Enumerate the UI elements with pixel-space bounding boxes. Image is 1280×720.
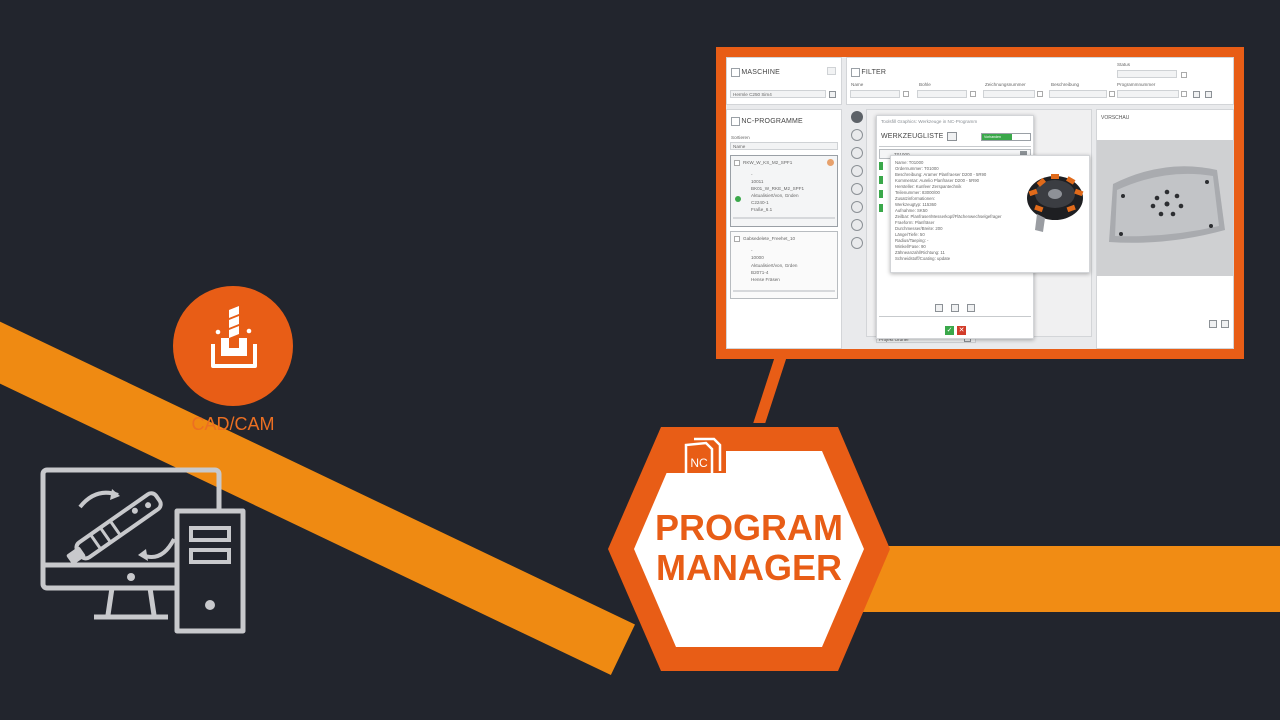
filter-program-number-label: Programmnummer [1117,82,1156,87]
dialog-cancel-button[interactable]: ✕ [957,326,966,335]
preview-title: VORSCHAU [1101,115,1130,121]
computer-workstation-icon [40,467,246,634]
tool-row-3-marker [879,176,883,184]
filter-drawing-checkbox[interactable] [1037,91,1043,97]
nc-programs-pane: NC-PROGRAMME Sortieren Name RKW_W_KS_M2_… [726,109,842,349]
sort-label: Sortieren [731,135,750,140]
filter-description-checkbox[interactable] [1109,91,1115,97]
toolbar-icon-8[interactable] [851,237,863,249]
dialog-caption: Toolsfill Graphics: Werkzeuge in NC-Prog… [881,119,978,124]
filter-drawing-input[interactable] [983,90,1035,98]
tool-info-popup: Name: T01000 Ordernummer: T01000 Beschre… [890,155,1090,273]
sort-select[interactable]: Name [730,142,838,150]
dialog-view-icon-1[interactable] [935,304,943,312]
tool-row-id: T01000 [894,152,910,157]
preview-monitor-icon[interactable] [1209,320,1217,328]
program-manager-title-line2: MANAGER [656,547,842,588]
filter-description-label: Beschreibung [1051,82,1080,87]
dialog-confirm-button[interactable]: ✓ [945,326,954,335]
toolbar-active-icon[interactable] [851,111,863,123]
tool-row-2-marker [879,162,883,170]
svg-text:NC: NC [690,456,708,470]
program-2-name: Gabsedelete_Freehet_10 [743,236,796,241]
filter-program-checkbox[interactable] [1181,91,1187,97]
toolbar-icon-2[interactable] [851,129,863,141]
filter-title: FILTER [861,68,887,76]
output-flow-band [860,546,1280,612]
toolbar-icon-3[interactable] [851,147,863,159]
program-card-1[interactable]: RKW_W_KS_M2_SPF1 - 10011 BK01_W_RKE_M2_S… [730,155,838,227]
preview-pane: VORSCHAU [1096,109,1234,349]
machine-pane: MASCHINE Hermle C250 Sim4 [726,57,842,105]
toolbar-icon-5[interactable] [851,183,863,195]
filter-name-checkbox[interactable] [903,91,909,97]
toolbar-icon-4[interactable] [851,165,863,177]
tool-info-text: Name: T01000 Ordernummer: T01000 Beschre… [895,160,1002,261]
filter-description-input[interactable] [1049,90,1107,98]
cnc-milling-icon [211,306,257,368]
filter-status-checkbox[interactable] [1181,72,1187,78]
machine-icon [731,68,740,77]
preview-image [1097,140,1233,276]
nc-document-icon: NC [684,437,722,479]
cad-cam-node [173,286,293,406]
filter-icon [851,68,860,77]
program-1-status-icon [735,196,741,202]
part-preview-image [1097,140,1233,276]
filter-status-select[interactable] [1117,70,1177,78]
filter-name-input[interactable] [850,90,900,98]
machine-settings-icon[interactable] [827,67,836,75]
filter-name-label: Name [851,82,864,87]
program-1-icon [734,160,740,166]
nc-programs-title: NC-PROGRAMME [741,117,803,125]
filter-bohle-checkbox[interactable] [970,91,976,97]
nc-programs-icon [731,117,740,126]
machine-title: MASCHINE [741,68,780,76]
preview-fullscreen-icon[interactable] [1221,320,1229,328]
software-screenshot-frame: MASCHINE Hermle C250 Sim4 FILTER Status … [716,47,1244,359]
filter-apply-button[interactable] [1193,91,1200,98]
dialog-view-icon-2[interactable] [951,304,959,312]
machine-refresh-button[interactable] [829,91,836,98]
filter-drawing-label: Zeichnungsnummer [985,82,1026,87]
filter-bohle-input[interactable] [917,90,967,98]
machine-select[interactable]: Hermle C250 Sim4 [730,90,826,98]
program-2-icon [734,236,740,242]
tool-status-badge: Vorhanden [981,133,1031,141]
tool-row-5-marker [879,204,883,212]
toolbar-icon-6[interactable] [851,201,863,213]
program-manager-node: NC PROGRAM MANAGER [608,427,890,671]
milling-cutter-image [1027,174,1084,232]
filter-clear-button[interactable] [1205,91,1212,98]
software-screenshot: MASCHINE Hermle C250 Sim4 FILTER Status … [726,57,1234,349]
tool-row-action-icon[interactable] [1020,151,1027,158]
tool-list-title: WERKZEUGLISTE [881,133,944,140]
program-card-2[interactable]: Gabsedelete_Freehet_10 - 10000 Aktualisi… [730,231,838,299]
filter-bohle-label: Bohle [919,82,931,87]
toolbar-icon-7[interactable] [851,219,863,231]
program-1-warning-icon [827,159,834,166]
program-manager-title-line1: PROGRAM [655,507,843,548]
dialog-view-icon-3[interactable] [967,304,975,312]
program-1-name: RKW_W_KS_M2_SPF1 [743,160,793,165]
tool-row-4-marker [879,190,883,198]
screenshot-connector [753,357,787,423]
tool-list-refresh-icon[interactable] [947,132,957,141]
cad-cam-label: CAD/CAM [191,414,275,434]
side-toolbar [850,109,864,259]
filter-program-input[interactable] [1117,90,1179,98]
filter-status-label: Status [1117,62,1131,67]
filter-pane: FILTER Status Name Bohle Zeichnungsnumme… [846,57,1234,105]
